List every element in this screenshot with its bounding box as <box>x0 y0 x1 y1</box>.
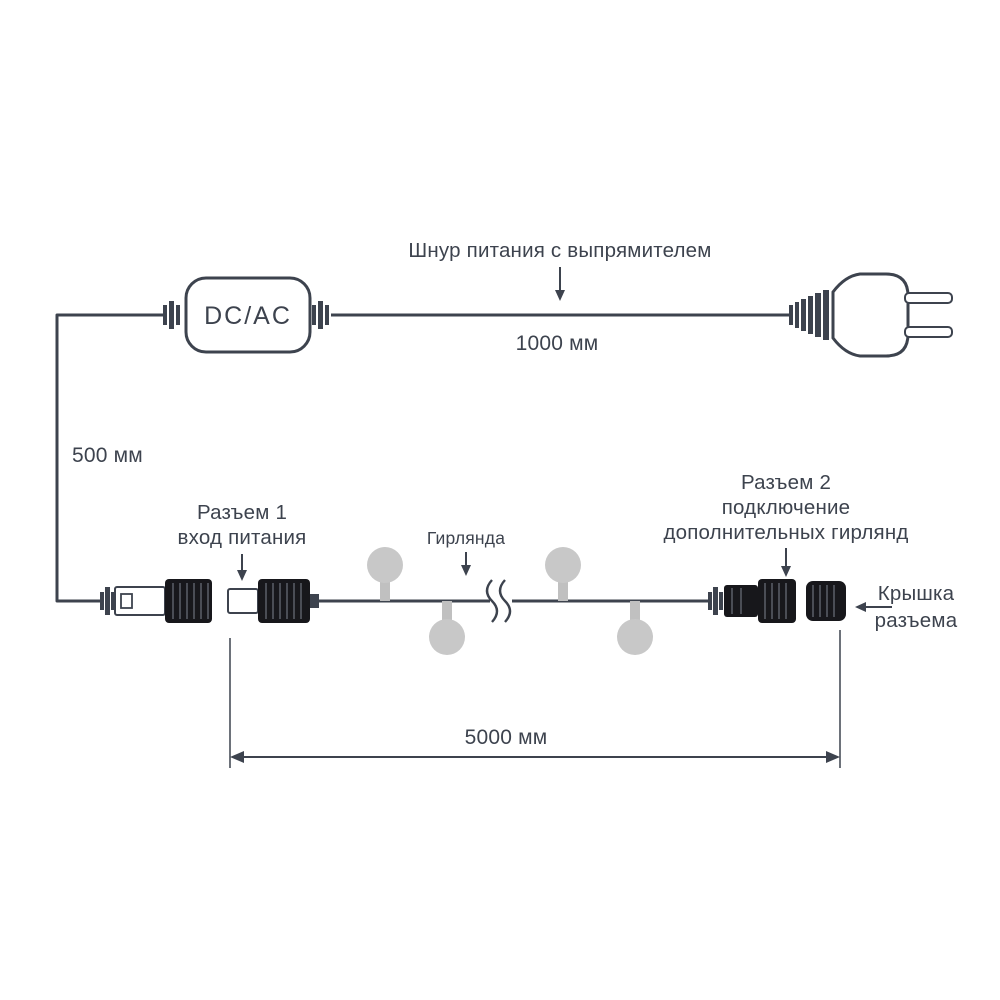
wire-break-symbol <box>485 579 512 623</box>
connector2-label-line3: дополнительных гирлянд <box>663 521 908 544</box>
connector1-label-line2: вход питания <box>178 526 307 549</box>
plug-pin-top <box>904 292 953 304</box>
garland-length-label: 5000 мм <box>465 726 548 749</box>
power-cord-length-label: 1000 мм <box>516 332 599 355</box>
connector-cap <box>806 581 846 621</box>
bulb <box>617 601 653 655</box>
connector1-label-line1: Разъем 1 <box>197 501 287 524</box>
bulb <box>545 547 581 601</box>
connector1-female <box>100 579 212 623</box>
down-arrow-connector2 <box>781 548 791 577</box>
left-arrow-cap <box>855 602 892 612</box>
power-plug <box>789 272 953 358</box>
connector2-label-line1: Разъем 2 <box>741 471 831 494</box>
cap-label-line1: Крышка <box>878 582 955 605</box>
lead-wire <box>55 313 789 603</box>
down-arrow-garland <box>461 552 471 576</box>
plug-pin-bottom <box>904 326 953 338</box>
garland-label: Гирлянда <box>427 528 505 548</box>
connector1-male <box>227 579 319 623</box>
down-arrow-power-cord <box>555 267 565 301</box>
bulb <box>367 547 403 601</box>
cap-label-line2: разъема <box>875 609 958 632</box>
dimension-5000: 5000 мм <box>229 630 841 768</box>
connector2-label-line2: подключение <box>722 496 851 519</box>
garland-string <box>319 547 708 655</box>
down-arrow-connector1 <box>237 554 247 581</box>
bulb <box>429 601 465 655</box>
connector2-assembly <box>708 579 796 623</box>
dcac-converter-box: DC/AC <box>163 276 329 354</box>
power-cord-label: Шнур питания с выпрямителем <box>408 239 711 262</box>
lead-length-label: 500 мм <box>72 444 143 467</box>
dcac-label: DC/AC <box>204 302 292 330</box>
